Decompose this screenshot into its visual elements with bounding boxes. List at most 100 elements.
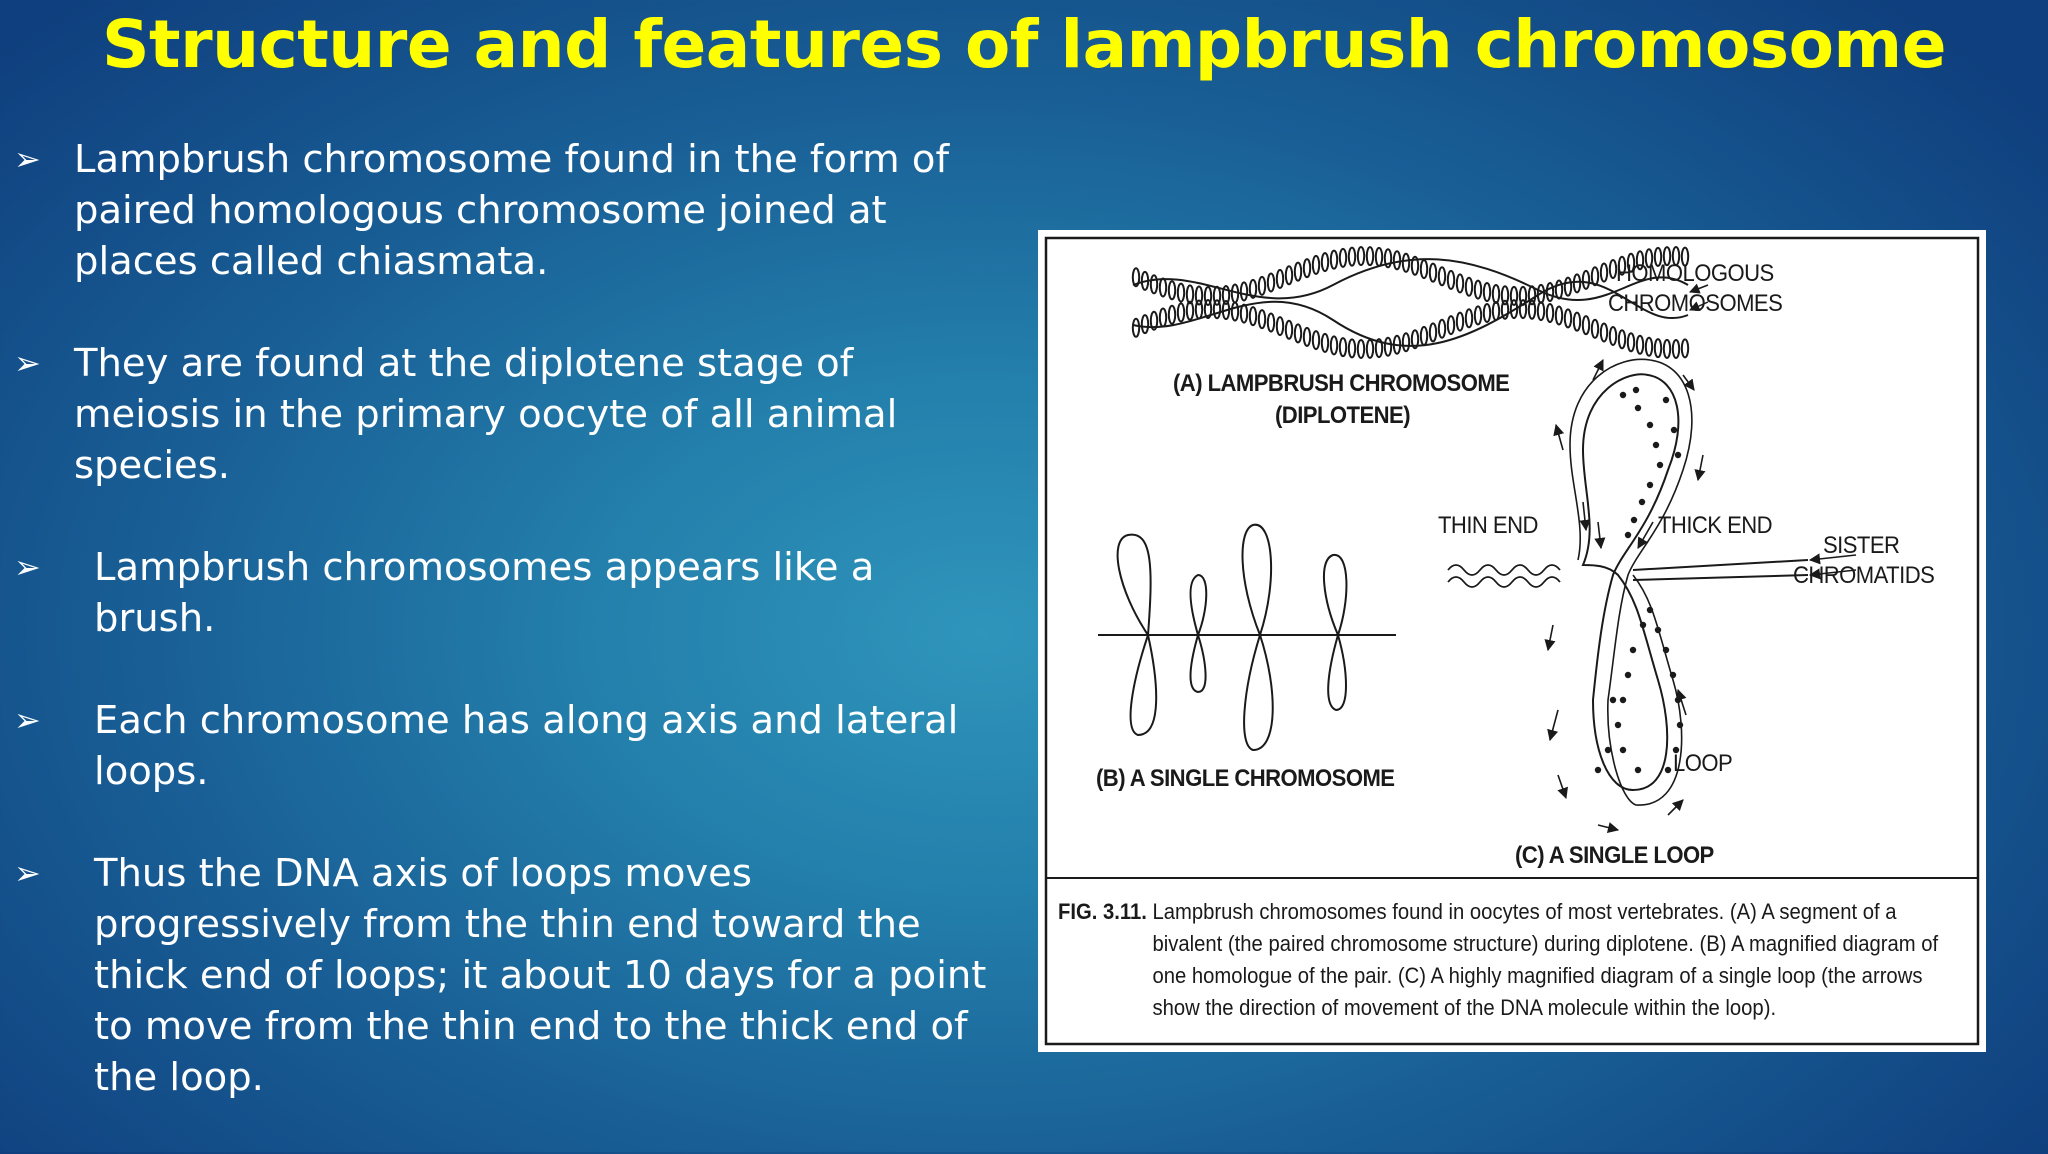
granule-dot xyxy=(1609,696,1617,704)
lateral-loop xyxy=(1554,305,1564,326)
lateral-loop xyxy=(1680,338,1690,359)
lateral-loop xyxy=(1284,265,1294,286)
granule-dot xyxy=(1662,646,1670,654)
lateral-loop xyxy=(1257,309,1267,330)
lateral-loop xyxy=(1518,285,1528,306)
lateral-loop xyxy=(1581,315,1591,336)
lateral-loop xyxy=(1419,259,1429,280)
arrow-bullet-icon: ➢ xyxy=(14,140,41,178)
lateral-loop xyxy=(1653,338,1663,359)
lateral-loop xyxy=(1347,338,1357,359)
granule-dot xyxy=(1676,721,1684,729)
lateral-loop xyxy=(1158,277,1168,298)
granule-dot xyxy=(1632,386,1640,394)
lateral-loop xyxy=(1626,252,1636,273)
panel-a-label: (A) LAMPBRUSH CHROMOSOME xyxy=(1173,370,1510,397)
lateral-loop xyxy=(1140,314,1150,335)
panel-a-sublabel: (DIPLOTENE) xyxy=(1275,402,1411,429)
lateral-loop xyxy=(1464,308,1474,329)
lateral-loop xyxy=(1329,249,1339,270)
bullet-text: Each chromosome has along axis and later… xyxy=(94,698,959,794)
lateral-loop xyxy=(1374,338,1384,359)
arrow-bullet-icon: ➢ xyxy=(14,548,41,586)
thin-end-label: THIN END xyxy=(1438,512,1538,539)
lateral-loop xyxy=(1194,285,1204,306)
figure-drawing xyxy=(1044,236,1980,1046)
lateral-loop xyxy=(1518,299,1528,320)
lateral-loop xyxy=(1383,248,1393,269)
lateral-loop xyxy=(1275,316,1285,337)
sister-label: SISTER xyxy=(1823,532,1900,559)
granule-dot xyxy=(1619,696,1627,704)
lateral-loop xyxy=(1455,311,1465,332)
chromosomes-label: CHROMOSOMES xyxy=(1608,290,1783,317)
lateral-loop xyxy=(1509,299,1519,320)
lateral-loop xyxy=(1266,272,1276,293)
lateral-loop xyxy=(1374,246,1384,267)
granule-dot xyxy=(1619,746,1627,754)
lampbrush-figure: HOMOLOGOUS CHROMOSOMES (A) LAMPBRUSH CHR… xyxy=(1038,230,1986,1052)
lateral-loop xyxy=(1500,285,1510,306)
granule-dot xyxy=(1624,531,1632,539)
lateral-loop xyxy=(1572,273,1582,294)
granule-dot xyxy=(1670,426,1678,434)
lateral-loop xyxy=(1482,282,1492,303)
granule-dot xyxy=(1669,671,1677,679)
lateral-loop xyxy=(1203,285,1213,306)
lateral-loop xyxy=(1365,338,1375,359)
lateral-loop xyxy=(1329,335,1339,356)
bullet-item: ➢ They are found at the diplotene stage … xyxy=(14,338,1004,491)
bullet-text: Thus the DNA axis of loops moves progres… xyxy=(94,851,987,1100)
lateral-loop xyxy=(1437,266,1447,287)
lateral-loop xyxy=(1455,273,1465,294)
lateral-loop xyxy=(1248,278,1258,299)
lateral-loop xyxy=(1239,303,1249,324)
granule-dot xyxy=(1629,646,1637,654)
lateral-loop xyxy=(1149,274,1159,295)
lateral-loop xyxy=(1320,332,1330,353)
loop-arrows xyxy=(1544,358,1857,833)
lateral-loop xyxy=(1527,299,1537,320)
lateral-loop xyxy=(1257,275,1267,296)
loop-label: LOOP xyxy=(1673,750,1733,777)
granule-dot xyxy=(1604,746,1612,754)
bullet-text: Lampbrush chromosome found in the form o… xyxy=(74,137,950,284)
lateral-loop xyxy=(1419,325,1429,346)
lateral-loop xyxy=(1527,285,1537,306)
granule-dot xyxy=(1662,396,1670,404)
granule-dot xyxy=(1646,421,1654,429)
lateral-loop xyxy=(1608,325,1618,346)
arrow-bullet-icon: ➢ xyxy=(14,854,41,892)
lateral-loop xyxy=(1248,306,1258,327)
lateral-loop xyxy=(1293,261,1303,282)
panel-c-label: (C) A SINGLE LOOP xyxy=(1515,842,1714,869)
lateral-loop xyxy=(1365,246,1375,267)
granule-dot xyxy=(1672,746,1680,754)
lateral-loop xyxy=(1464,276,1474,297)
lateral-loop xyxy=(1509,285,1519,306)
lateral-loop xyxy=(1383,336,1393,357)
lateral-loop xyxy=(1599,262,1609,283)
bullet-item: ➢ Lampbrush chromosomes appears like a b… xyxy=(14,542,1004,644)
lateral-loop xyxy=(1194,299,1204,320)
lateral-loop xyxy=(1311,330,1321,351)
granule-dot xyxy=(1614,721,1622,729)
lateral-loop xyxy=(1302,258,1312,279)
lateral-loop xyxy=(1230,283,1240,304)
lateral-loop xyxy=(1176,282,1186,303)
granule-dot xyxy=(1654,626,1662,634)
lateral-loop xyxy=(1410,255,1420,276)
lateral-loop xyxy=(1239,281,1249,302)
granule-dot xyxy=(1664,766,1672,774)
lateral-loop xyxy=(1149,310,1159,331)
bullet-list: ➢ Lampbrush chromosome found in the form… xyxy=(14,134,1004,1154)
granule-dot xyxy=(1652,441,1660,449)
lateral-loop xyxy=(1185,284,1195,305)
lateral-loop xyxy=(1563,276,1573,297)
figure-frame xyxy=(1044,236,1980,1046)
lateral-loop xyxy=(1446,269,1456,290)
lateral-loop xyxy=(1293,323,1303,344)
lateral-loop xyxy=(1356,246,1366,267)
bullet-item: ➢ Each chromosome has along axis and lat… xyxy=(14,695,1004,797)
lateral-loop xyxy=(1662,246,1672,267)
